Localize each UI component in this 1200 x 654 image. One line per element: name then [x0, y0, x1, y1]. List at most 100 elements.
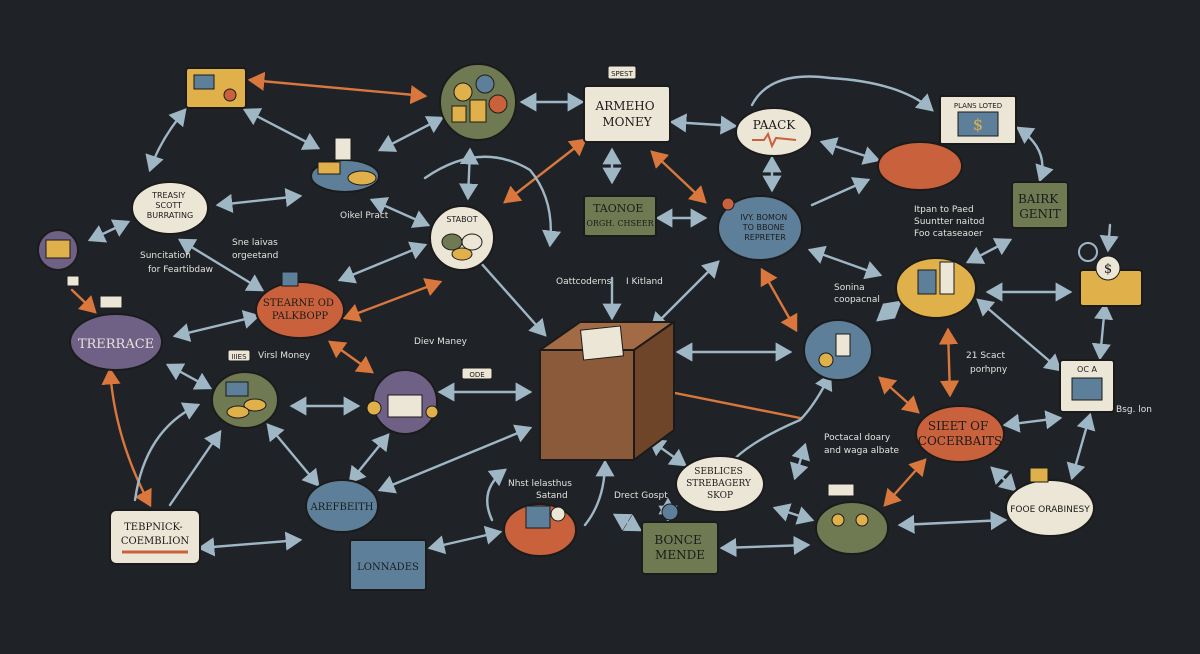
arrow-blue	[810, 177, 871, 207]
ivy-report-node: IVY. BOMON TO BBONE REPRETER	[717, 195, 803, 261]
arrow-blue	[348, 433, 390, 484]
price-tag-node: SPEST	[607, 65, 637, 80]
arrow-blue	[172, 310, 261, 342]
stearne-label: STEARNE OD PALKBOPP	[263, 298, 337, 322]
taonoe-label: TAONOE ORGH. CHSEER	[586, 202, 654, 228]
stabot-label: STABOT	[446, 215, 477, 224]
arrow-blue	[876, 300, 902, 322]
taonoe-line-1: TAONOE	[593, 202, 643, 215]
coin-icon	[550, 506, 566, 522]
robot-node	[503, 503, 577, 557]
price-card-node: OC A	[1059, 359, 1115, 413]
treprace-node: TRERRACE	[69, 295, 163, 371]
ivy-report-line-1: IVY. BOMON	[740, 213, 787, 222]
arrow-blue	[377, 424, 533, 494]
sonina-label: Sonina coopacnal	[834, 283, 880, 305]
nhst-line-2: Satand	[536, 491, 568, 501]
arrow-blue	[965, 238, 1013, 264]
dollar-icon: $	[973, 115, 983, 134]
arrow-blue	[266, 423, 320, 487]
arrow-blue	[197, 531, 303, 557]
seblices-node: SEBLICES STREBAGERY SKOP	[675, 455, 765, 513]
armed-money-label: ARMEHO MONEY	[595, 99, 659, 129]
armed-money-line-1: ARMEHO	[595, 99, 655, 113]
paack-label: PAACK	[753, 118, 796, 132]
suncitation-line-1: Suncitation	[140, 251, 191, 261]
sieet-node: SIEET OF COCERBAITS	[915, 405, 1005, 463]
treasury-line-2: SCOTT	[155, 201, 182, 210]
itpan-line-1: Itpan to Paed	[914, 205, 974, 215]
yellow-factory-node	[895, 257, 977, 319]
see-laives-label: Sne laivas orgeetand	[232, 238, 281, 261]
seblices-line-1: SEBLICES	[694, 467, 743, 477]
arrow-orange	[247, 71, 428, 105]
arrow-blue	[1066, 412, 1096, 481]
arrow-blue	[242, 108, 321, 150]
arrow-orange	[878, 376, 920, 414]
bonce-label: BONCE MENDE	[654, 533, 705, 562]
sieet-label: SIEET OF COCERBAITS	[918, 419, 1002, 448]
bank-note-node: PLANS LOTED $	[939, 95, 1017, 145]
lonnades-label: LONNADES	[357, 562, 419, 573]
meeting-node	[815, 483, 889, 555]
bsg-lon-label: Bsg. lon	[1116, 405, 1152, 415]
treasury-label: TREASIY SCOTT BURRATING	[147, 191, 193, 220]
arrow-blue	[807, 245, 883, 280]
tebpnick-label: TEBPNICK- COEMBLION	[121, 522, 190, 547]
coin-icon	[475, 74, 495, 94]
pulse-icon	[752, 131, 797, 149]
ivy-report-line-2: TO BBONE	[742, 223, 785, 232]
itpan-label: Itpan to Paed Suuntter naitod Foo catase…	[914, 205, 987, 239]
arrow-blue	[1002, 410, 1063, 433]
see-laives-line-2: orgeetand	[232, 251, 278, 261]
small-tag: IIIES	[227, 349, 251, 362]
treasury-node: TREASIY SCOTT BURRATING	[131, 181, 209, 235]
arrow-blue	[976, 298, 1062, 372]
pocterval-line-2: and waga albate	[824, 446, 900, 456]
ballot-box	[536, 320, 678, 462]
arrow-blue	[772, 503, 815, 525]
arrow-blue	[719, 535, 811, 558]
arrow-blue	[87, 219, 131, 243]
price-card-label: OC A	[1077, 365, 1097, 374]
arrow-orange	[328, 340, 374, 374]
pocterval-label: Poctacal doary and waga albate	[824, 433, 900, 456]
arefbeith-label: AREFBEITH	[310, 502, 374, 513]
paack-node: PAACK	[735, 107, 813, 157]
coin-icon	[488, 94, 508, 114]
arrow-blue	[215, 188, 303, 213]
sieet-line-1: SIEET OF	[928, 419, 988, 433]
bairk-line-2: GENIT	[1019, 207, 1061, 221]
seblices-line-3: SKOP	[707, 491, 733, 501]
tebpnick-node: TEBPNICK- COEMBLION	[109, 509, 201, 565]
arrow-blue	[165, 363, 213, 390]
arrow-blue	[369, 197, 431, 228]
arrow-blue	[423, 155, 562, 248]
itpan-line-3: Foo cataseaoer	[914, 229, 983, 239]
seblices-line-2: STREBAGERY	[686, 479, 752, 489]
taonoe-node: TAONOE ORGH. CHSEER	[583, 195, 657, 237]
free-labels: Oikel Pract Suncitation for Feartibdaw S…	[140, 205, 1152, 501]
bonce-line-2: MENDE	[655, 548, 705, 562]
arrow-blue	[486, 468, 507, 522]
arrow-blue	[897, 511, 1008, 534]
arrow-blue	[427, 525, 503, 555]
treprace-label: TRERRACE	[78, 337, 154, 352]
tebpnick-line-1: TEBPNICK-	[124, 522, 183, 533]
stearne-line-2: PALKBOPP	[272, 311, 329, 322]
ivy-report-line-3: REPRETER	[744, 233, 786, 242]
coin-icon	[425, 405, 439, 419]
small-tag-label: ODE	[469, 371, 484, 379]
arrow-blue	[177, 238, 265, 292]
taonoe-line-2: ORGH. CHSEER	[586, 219, 654, 228]
coin-icon	[818, 352, 834, 368]
small-tag-label: IIIES	[231, 353, 247, 361]
factory-node	[310, 137, 380, 193]
sieet-line-2: COCERBAITS	[918, 434, 1002, 448]
bairk-node: BAIRK GENIT	[1011, 181, 1069, 229]
bonce-line-1: BONCE	[654, 533, 701, 547]
arrow-blue	[478, 260, 547, 337]
oikel-pract-label: Oikel Pract	[340, 211, 389, 221]
yellow-card-node	[185, 67, 247, 109]
arrow-orange	[938, 327, 960, 398]
